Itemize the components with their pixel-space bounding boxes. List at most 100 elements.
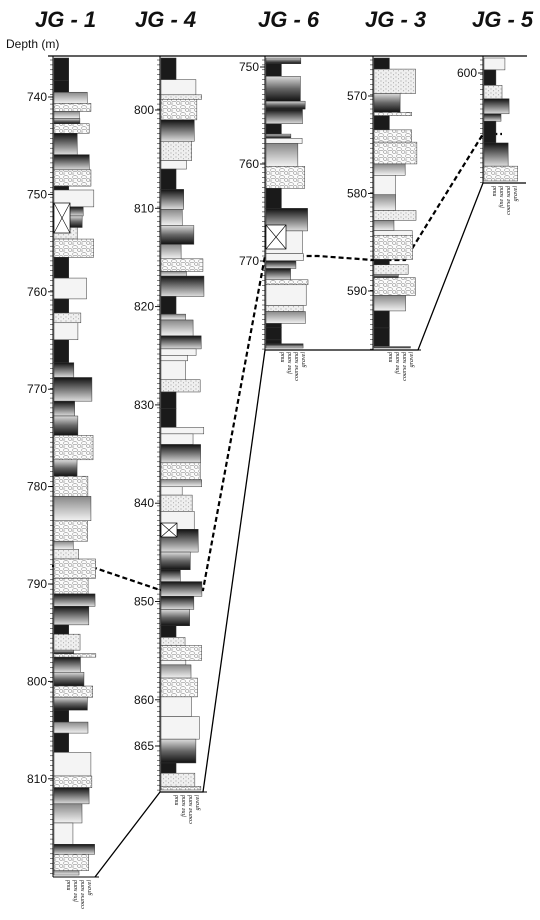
lithology-bed bbox=[53, 435, 94, 461]
lithology-bed bbox=[160, 664, 192, 679]
lithology-bed bbox=[373, 274, 399, 278]
lithology-bed bbox=[53, 721, 89, 734]
lithology-bed bbox=[373, 235, 413, 260]
lithology-bed bbox=[373, 327, 390, 347]
lithology-bed bbox=[160, 444, 201, 464]
lithology-bed bbox=[53, 133, 78, 155]
lithology-bed bbox=[373, 346, 411, 349]
lithology-bed bbox=[160, 738, 197, 764]
no-core-cross bbox=[160, 522, 178, 538]
lithology-bed bbox=[53, 593, 96, 607]
lithology-bed bbox=[53, 80, 69, 93]
lithology-bed bbox=[160, 99, 198, 121]
lithology-bed bbox=[53, 277, 87, 300]
lithology-bed bbox=[160, 677, 198, 698]
grain-size-label-jg1: mud bbox=[66, 879, 72, 890]
depth-tick-jg6: 770 bbox=[239, 254, 259, 268]
well-column-jg4 bbox=[157, 56, 207, 793]
lithology-bed bbox=[483, 120, 497, 144]
lithology-bed bbox=[53, 298, 69, 314]
grain-size-label-jg6: fine sand bbox=[286, 351, 293, 374]
depth-tick-jg4: 850 bbox=[134, 595, 154, 609]
lithology-bed bbox=[483, 69, 497, 86]
depth-tick-jg1: 750 bbox=[27, 187, 47, 201]
grain-size-label-jg3: fine sand bbox=[394, 351, 401, 374]
lithology-bed bbox=[373, 310, 390, 329]
grain-size-label-jg4: mud bbox=[174, 794, 180, 805]
lithology-bed bbox=[265, 284, 307, 306]
grain-size-label-jg1: gravel bbox=[87, 880, 93, 896]
lithology-bed bbox=[53, 400, 75, 417]
depth-tick-jg1: 760 bbox=[27, 285, 47, 299]
lithology-bed bbox=[53, 633, 81, 651]
lithology-bed bbox=[160, 645, 202, 661]
lithology-bed bbox=[265, 133, 292, 139]
lithology-bed bbox=[160, 225, 195, 245]
lithology-bed bbox=[53, 709, 69, 723]
lithology-bed bbox=[53, 606, 90, 626]
depth-tick-jg4: 865 bbox=[134, 739, 154, 753]
lithology-bed bbox=[53, 732, 69, 753]
lithology-bed bbox=[160, 479, 202, 488]
lithology-bed bbox=[373, 220, 395, 231]
lithology-bed bbox=[53, 752, 92, 777]
lithology-bed bbox=[373, 57, 390, 70]
grain-size-label-jg6: mud bbox=[280, 351, 286, 362]
depth-tick-jg4: 820 bbox=[134, 300, 154, 314]
depth-tick-jg1: 780 bbox=[27, 480, 47, 494]
lithology-bed bbox=[53, 822, 74, 845]
lithology-bed bbox=[265, 138, 303, 144]
well-column-jg6 bbox=[262, 56, 313, 351]
lithology-bed bbox=[53, 362, 75, 378]
depth-tick-jg1: 740 bbox=[27, 90, 47, 104]
lithology-bed bbox=[160, 569, 181, 582]
lithology-bed bbox=[160, 119, 195, 142]
lithology-bed bbox=[53, 844, 95, 855]
lithology-bed bbox=[53, 775, 93, 788]
lithology-bed bbox=[160, 427, 205, 435]
well-title-jg6: JG - 6 bbox=[258, 7, 320, 32]
lithology-bed bbox=[265, 76, 301, 102]
depth-tick-jg1: 770 bbox=[27, 382, 47, 396]
lithology-bed bbox=[160, 379, 201, 393]
lithology-bed bbox=[160, 762, 177, 774]
grain-size-label-jg4: coarse sand bbox=[188, 794, 194, 824]
lithology-bed bbox=[160, 637, 186, 646]
lithology-bed bbox=[265, 268, 291, 281]
lithology-bed bbox=[265, 188, 282, 209]
lithology-bed bbox=[373, 112, 412, 116]
lithology-bed bbox=[53, 578, 89, 595]
lithology-bed bbox=[483, 142, 509, 167]
well-column-jg5 bbox=[480, 56, 521, 184]
lithology-bed bbox=[160, 609, 190, 627]
lithology-bed bbox=[160, 258, 204, 272]
well-column-jg1 bbox=[50, 56, 99, 878]
lithology-bed bbox=[160, 355, 188, 362]
depth-tick-jg4: 810 bbox=[134, 201, 154, 215]
lithology-bed bbox=[373, 129, 412, 143]
lithology-bed bbox=[265, 100, 306, 110]
lithology-bed bbox=[160, 94, 202, 100]
depth-tick-jg1: 810 bbox=[27, 772, 47, 786]
lithology-bed bbox=[53, 787, 90, 805]
lithology-bed bbox=[265, 63, 282, 77]
depth-tick-jg5: 600 bbox=[457, 66, 477, 80]
lithology-bed bbox=[483, 98, 510, 115]
lithology-bed bbox=[265, 166, 306, 189]
lithology-bed bbox=[53, 475, 89, 497]
lithology-bed bbox=[53, 154, 90, 171]
depth-tick-jg4: 800 bbox=[134, 103, 154, 117]
lithology-bed bbox=[160, 391, 177, 409]
well-title-jg1: JG - 1 bbox=[35, 7, 96, 32]
grain-size-label-jg5: fine sand bbox=[498, 185, 505, 208]
lithology-bed bbox=[53, 118, 81, 124]
lithology-bed bbox=[160, 271, 187, 277]
grain-size-label-jg3: mud bbox=[388, 351, 394, 362]
lithology-bed bbox=[483, 57, 506, 71]
lithology-bed bbox=[53, 103, 92, 112]
lithology-bed bbox=[53, 312, 82, 324]
lithology-bed bbox=[160, 772, 196, 787]
lithology-bed bbox=[53, 520, 88, 542]
